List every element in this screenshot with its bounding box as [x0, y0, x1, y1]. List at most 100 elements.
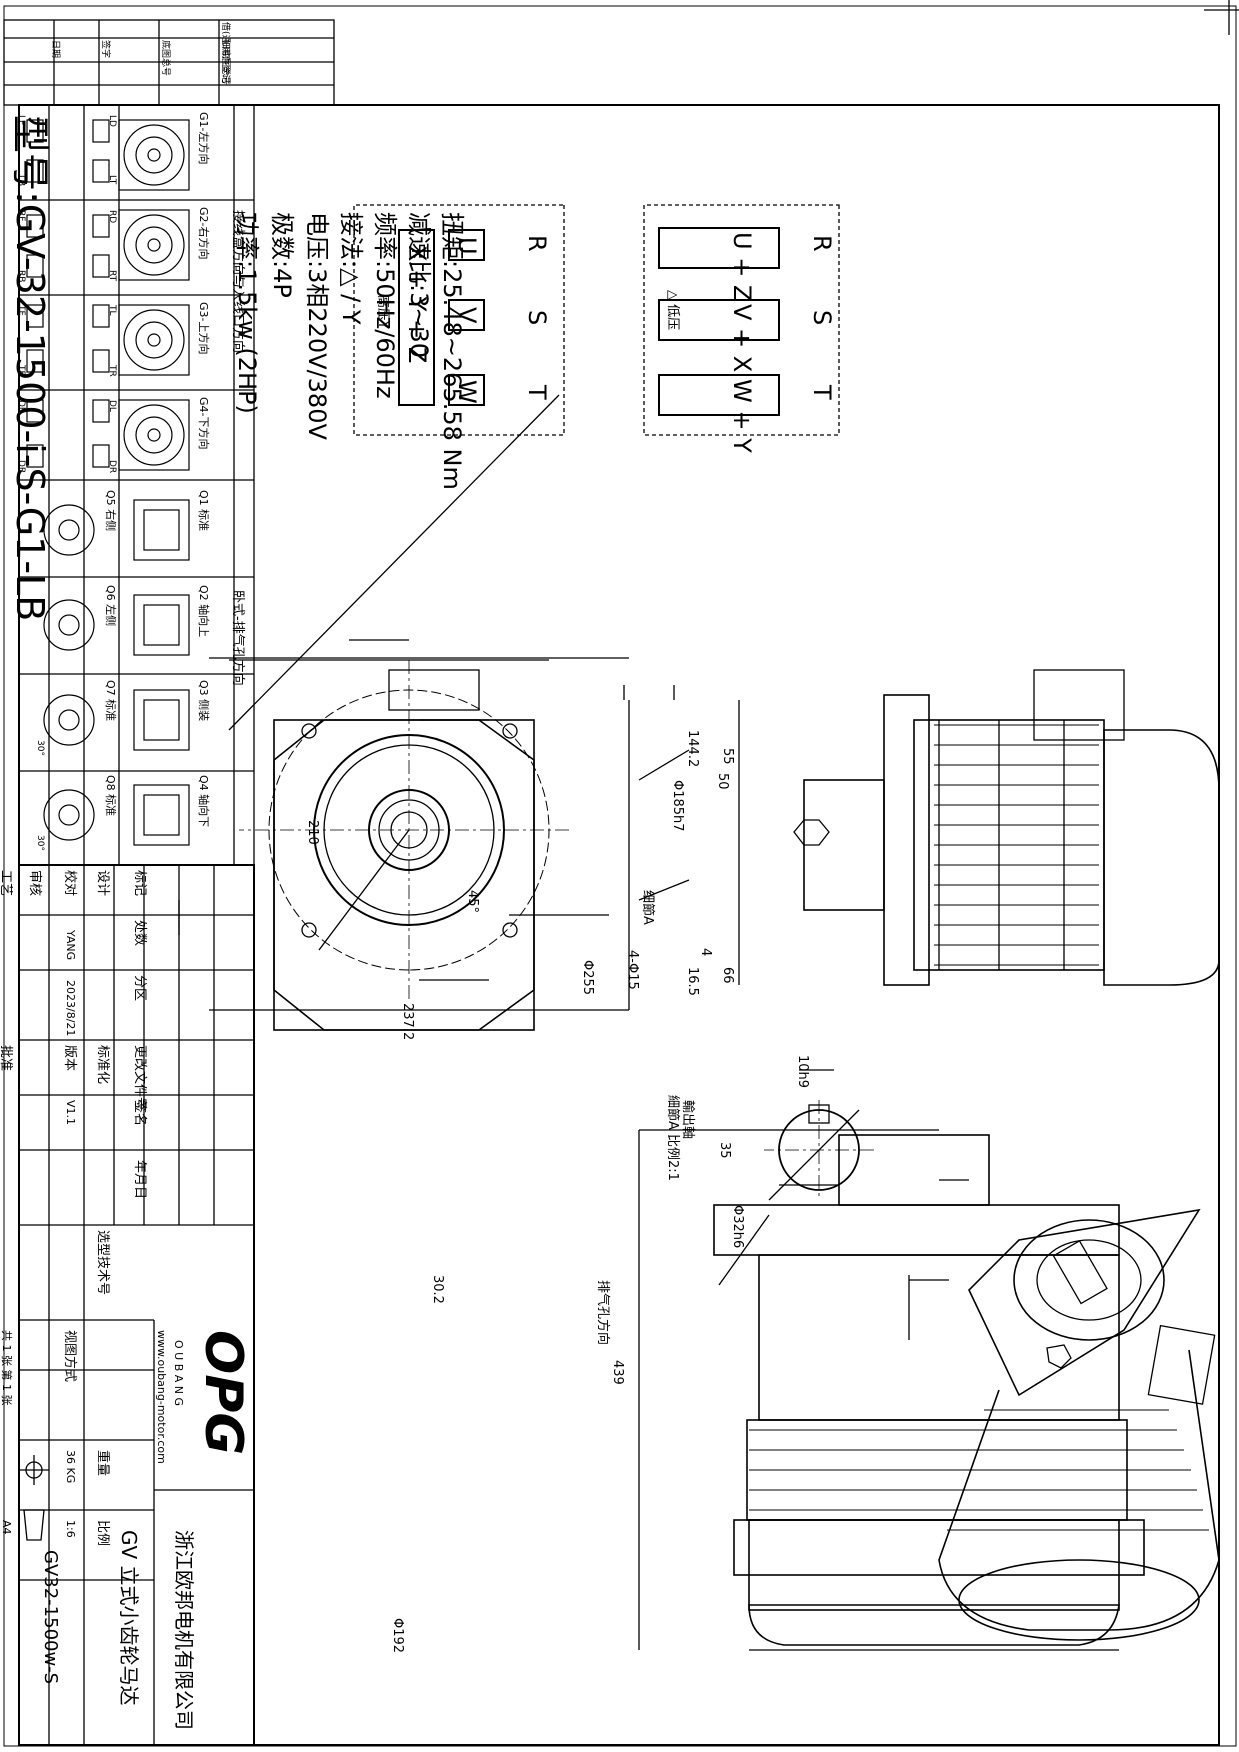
vent-q3: Q3 侧装 — [197, 680, 210, 722]
stamp-row-4: 签字 — [100, 40, 110, 59]
dim-35: 35 — [717, 1142, 732, 1159]
dim-32h6: Φ32h6 — [730, 1205, 745, 1249]
low-terminal-1: U + Z — [728, 232, 756, 302]
orient-g1-a: LD — [107, 115, 117, 127]
vent-q5: Q5 右侧 — [104, 490, 117, 532]
dim-192: Φ192 — [390, 1618, 405, 1654]
orient-g1-b: LT — [107, 175, 117, 185]
dim-255: Φ255 — [580, 960, 595, 996]
vent-caption: 卧式-排气孔方向 — [230, 590, 245, 686]
orient-g4-b: DR — [107, 460, 117, 474]
detail-a-scale: 細節A 比例2:1 — [665, 1095, 680, 1181]
orient-g1-title: G1-左方向 — [197, 112, 210, 165]
orient-g2-c: RF — [16, 210, 26, 222]
orient-g3-d: TB — [16, 365, 26, 377]
version-label: 版本 — [62, 1045, 77, 1072]
vent-q7: Q7 标准 — [104, 680, 117, 722]
orient-g1-d: LB — [16, 175, 26, 187]
vent-direction-label: 排气孔方向 — [595, 1280, 610, 1346]
high-phase-s: S — [523, 310, 551, 326]
dim-237: 237.2 — [400, 1003, 415, 1041]
dim-55: 55 — [720, 748, 735, 765]
low-phase-r: R — [808, 235, 836, 252]
low-voltage-title: △ 低压 — [665, 290, 680, 331]
dim-4: 4 — [698, 948, 713, 957]
dim-210: 210 — [305, 820, 320, 845]
checker-label: 校对 — [62, 870, 77, 897]
spec-voltage: 电压:3相220V/380V — [303, 212, 331, 440]
standardize-label: 标准化 — [95, 1045, 110, 1085]
high-terminal-u: U — [453, 237, 481, 255]
design-date: 2023/8/21 — [64, 980, 77, 1037]
high-phase-t: T — [523, 385, 551, 400]
dim-30-2: 30.2 — [430, 1275, 445, 1304]
orient-g2-a: RD — [107, 210, 117, 224]
high-phase-r: R — [523, 235, 551, 252]
rev-date: 年月日 — [132, 1160, 147, 1200]
brand-sub: O U B A N G — [172, 1340, 185, 1407]
orient-g2-d: RB — [16, 270, 26, 283]
rev-sign: 签名 — [132, 1100, 147, 1127]
low-terminal-2: V + X — [728, 304, 756, 373]
high-terminal-v: V — [453, 307, 481, 324]
designer-label: 设计 — [95, 870, 110, 897]
orient-g3-c: TF — [16, 305, 26, 316]
scale-value: 1:6 — [64, 1520, 77, 1538]
stamp-row-5: 日期 — [50, 40, 60, 59]
orient-g2-b: RT — [107, 270, 117, 282]
orient-g3-b: TR — [107, 365, 117, 377]
orient-g1-c: LF — [16, 115, 26, 126]
vent-q4: Q4 轴向下 — [197, 775, 210, 828]
drawing-number: GV32-1500w-S — [40, 1550, 61, 1685]
sheet-count: 共 1 张 第 1 张 — [0, 1330, 13, 1406]
reviewer-label: 审核 — [27, 870, 42, 897]
website: www.oubang-motor.com — [155, 1330, 168, 1464]
weight-label: 重量 — [95, 1450, 110, 1477]
orient-g4-c: DF — [16, 400, 26, 413]
angle-30-a: 30° — [35, 740, 45, 756]
view-method-label: 视图方式 — [62, 1330, 77, 1383]
stamp-row-3: 底图总号 — [160, 40, 170, 77]
paper-size: A4 — [0, 1520, 13, 1535]
high-voltage-title: 高压Y — [375, 295, 390, 329]
version-value: V1.1 — [64, 1100, 77, 1126]
orient-g4-d: DB — [16, 460, 26, 474]
selection-no-label: 选型技术号 — [95, 1230, 110, 1296]
output-shaft-label: 輸出軸 — [680, 1100, 695, 1140]
spec-connection: 接法:△ / Y — [337, 212, 365, 325]
spec-poles: 极数:4P — [268, 212, 296, 298]
dim-439: 439 — [610, 1360, 625, 1385]
dim-185h7: Φ185h7 — [670, 780, 685, 832]
vent-q6: Q6 左侧 — [104, 585, 117, 627]
dim-16-5: 16.5 — [685, 967, 700, 996]
stamp-row-2: 旧底图总号 — [220, 40, 230, 86]
vent-q8: Q8 标准 — [104, 775, 117, 817]
weight-value: 36 KG — [64, 1450, 77, 1484]
angle-30-b: 30° — [35, 835, 45, 851]
dim-50: 50 — [715, 773, 730, 790]
approve-label: 批准 — [0, 1045, 13, 1072]
rev-count: 处数 — [132, 920, 147, 947]
company-name: 浙江欧邦电机有限公司 — [172, 1530, 196, 1730]
rev-zone: 分区 — [132, 975, 147, 1002]
scale-label: 比例 — [95, 1520, 110, 1547]
process-label: 工艺 — [0, 870, 13, 897]
rev-mark: 标记 — [132, 870, 147, 897]
vent-q2: Q2 轴向上 — [197, 585, 210, 638]
orient-g3-title: G3-上方向 — [197, 302, 210, 355]
designer-name: YANG — [64, 930, 77, 961]
orient-g4-a: DL — [107, 400, 117, 412]
dim-detail-a: 细節A — [640, 890, 655, 925]
dim-66: 66 — [720, 967, 735, 984]
low-phase-s: S — [808, 310, 836, 326]
high-terminal-w: W — [453, 380, 481, 404]
vent-q1: Q1 标准 — [197, 490, 210, 532]
orient-g3-a: TL — [107, 305, 117, 316]
low-phase-t: T — [808, 385, 836, 400]
orient-g2-title: G2-右方向 — [197, 207, 210, 260]
brand-logo: OPG — [193, 1330, 253, 1455]
low-terminal-3: W + Y — [728, 379, 756, 453]
